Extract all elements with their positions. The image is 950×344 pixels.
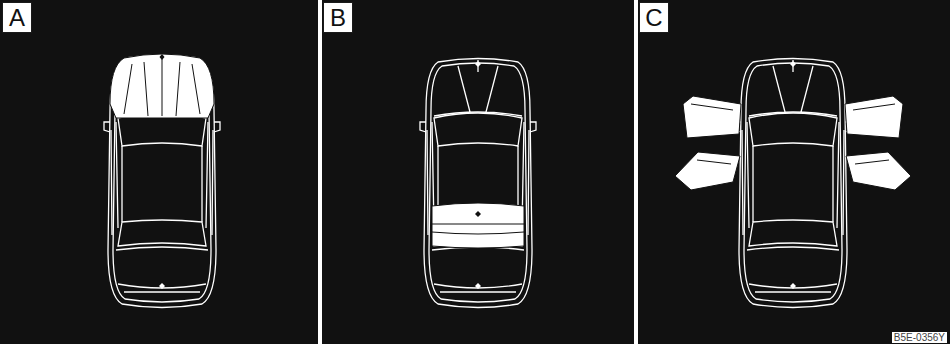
emblem xyxy=(160,54,165,60)
panel-ground xyxy=(638,0,950,344)
car-body-inner xyxy=(744,63,842,302)
hood-open xyxy=(110,54,214,118)
trunk-lid-crease xyxy=(432,224,524,234)
emblem xyxy=(159,283,165,289)
emblem xyxy=(475,61,481,67)
front-door-open xyxy=(845,96,903,138)
car-top-view xyxy=(104,54,220,308)
rear-door-open xyxy=(675,152,740,190)
mirror xyxy=(420,122,536,132)
car-body xyxy=(739,59,847,308)
panel-ground xyxy=(0,0,318,344)
car-body-inner xyxy=(429,63,527,302)
rear-window xyxy=(749,220,837,246)
figure-code: B5E-0356Y xyxy=(892,332,947,343)
emblem xyxy=(790,61,796,67)
hood-line xyxy=(749,60,837,116)
car-top-view xyxy=(420,59,536,308)
panel-letter: B xyxy=(330,6,346,30)
windshield xyxy=(749,113,837,146)
mirror xyxy=(104,122,220,132)
hood-line xyxy=(434,60,522,116)
trunk-line xyxy=(747,247,839,292)
emblem xyxy=(790,283,796,289)
rear-door-open xyxy=(846,152,911,190)
mirror xyxy=(735,122,851,132)
panel-ground xyxy=(322,0,634,344)
trunk-line xyxy=(432,247,524,292)
panel-letter: C xyxy=(645,6,662,30)
car-top-view xyxy=(675,59,911,308)
panel-letter-box: B xyxy=(323,2,353,33)
door-window-line xyxy=(691,104,733,164)
trunk-line xyxy=(116,247,208,292)
side-window xyxy=(742,122,844,235)
rear-window xyxy=(118,220,206,246)
emblem xyxy=(475,283,481,289)
trunk-lid-open xyxy=(432,203,524,248)
windshield xyxy=(434,113,522,146)
roof xyxy=(122,146,202,222)
panel-letter: A xyxy=(9,6,25,30)
hood-crease xyxy=(124,56,200,116)
panel-letter-box: C xyxy=(639,2,669,33)
side-window xyxy=(111,122,213,235)
door-window-line xyxy=(853,104,895,164)
front-door-open xyxy=(683,96,741,138)
car-body xyxy=(424,59,532,308)
emblem xyxy=(475,211,481,217)
panel-letter-box: A xyxy=(2,2,32,33)
roof xyxy=(753,146,833,222)
